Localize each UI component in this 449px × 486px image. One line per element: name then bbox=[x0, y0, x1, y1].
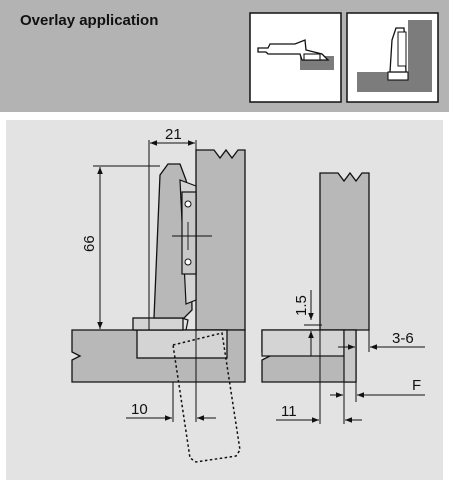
dim-offset-bottom-right: 11 bbox=[281, 403, 297, 420]
dim-overlay-range: 3-6 bbox=[392, 330, 414, 347]
dim-width-top: 21 bbox=[165, 126, 182, 143]
thumbnail-overlay-side bbox=[346, 12, 439, 103]
thumbnail-overlay-top bbox=[249, 12, 342, 103]
door-open-outline bbox=[172, 332, 241, 463]
right-view: 1.5 3-6 F 11 bbox=[261, 171, 425, 424]
hinge-cup bbox=[136, 329, 228, 359]
dim-gap-vertical: 1.5 bbox=[293, 295, 310, 316]
hinge-cup-flange bbox=[132, 317, 184, 331]
mounting-plate bbox=[181, 191, 197, 275]
left-view: 21 66 10 bbox=[71, 126, 246, 463]
cabinet-side-right bbox=[319, 171, 370, 331]
label-f: F bbox=[412, 377, 421, 394]
dim-offset-bottom-left: 10 bbox=[131, 401, 148, 418]
dim-height-left: 66 bbox=[81, 235, 98, 252]
cabinet-side-left bbox=[195, 148, 246, 331]
header-title: Overlay application bbox=[20, 12, 158, 29]
